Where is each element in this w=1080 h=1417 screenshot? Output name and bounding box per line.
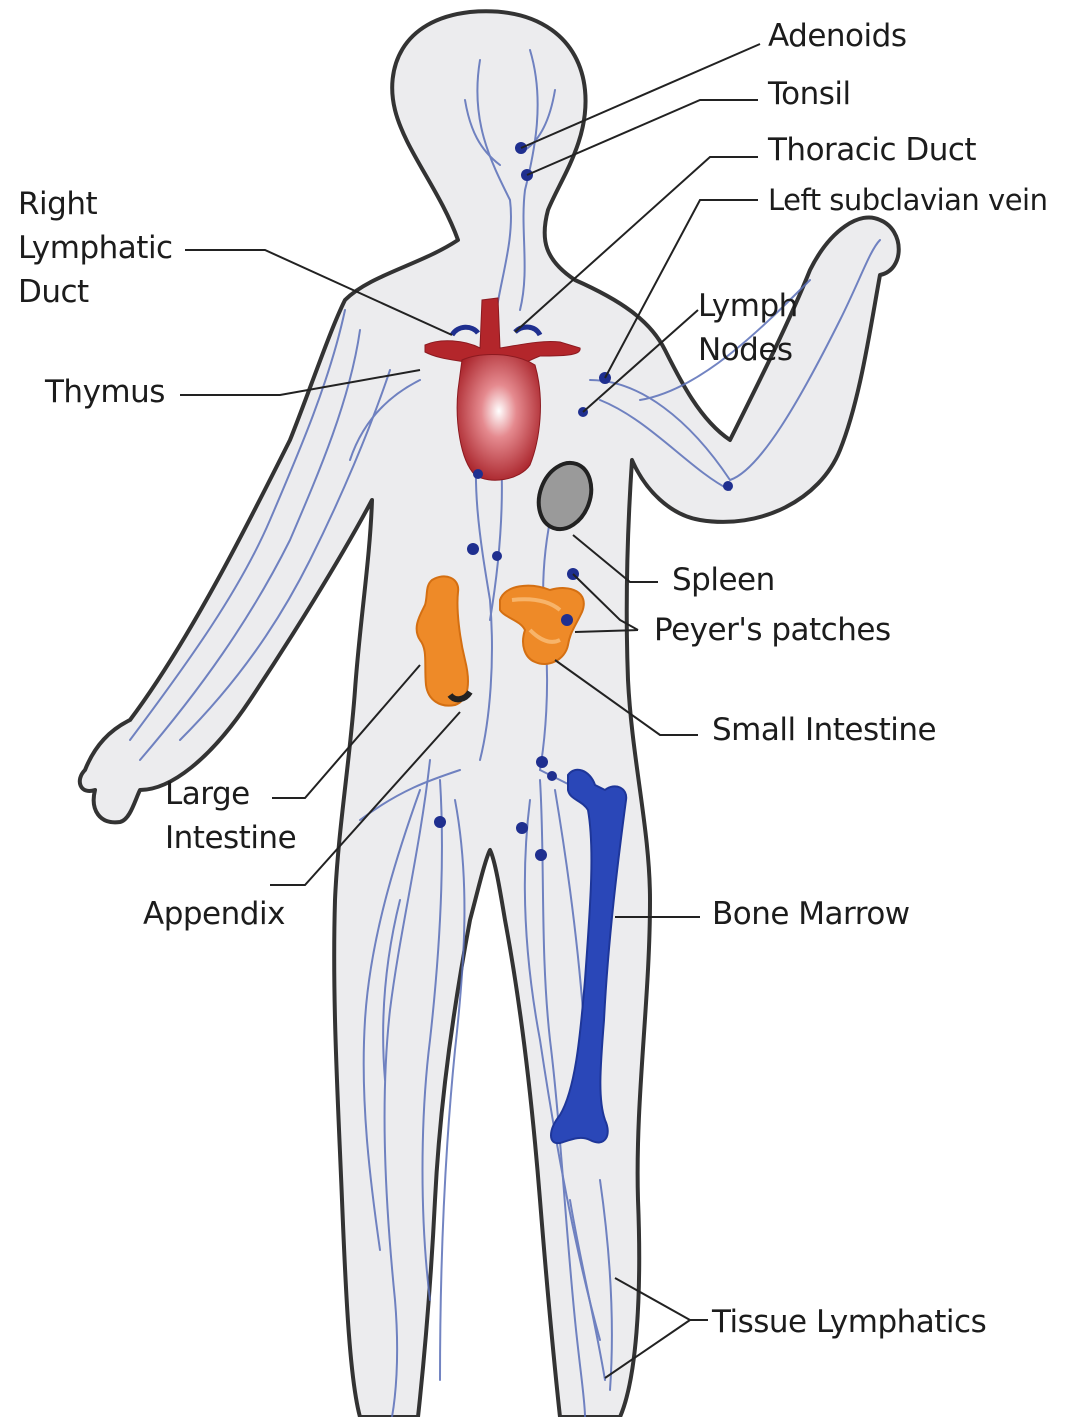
label-large-intestine-line2: Intestine [165, 820, 297, 856]
appendix-organ [447, 690, 473, 703]
label-large-intestine-line1: Large [165, 776, 250, 812]
label-peyers-patches: Peyer's patches [654, 612, 891, 648]
label-lymph-nodes-line1: Lymph [698, 288, 798, 324]
leader-lines [180, 43, 761, 1379]
label-appendix: Appendix [143, 896, 285, 932]
label-tissue-lymphatics: Tissue Lymphatics [712, 1304, 987, 1340]
right-lymphatic-duct-vessel [449, 324, 480, 337]
label-bone-marrow: Bone Marrow [712, 896, 910, 932]
thymus-organ [424, 297, 581, 481]
label-right-lymphatic-duct: Right Lymphatic Duct [18, 182, 173, 314]
lymph-node-dots [434, 142, 733, 861]
bone-marrow-femur [550, 768, 628, 1145]
small-intestine-organ [499, 584, 585, 665]
label-small-intestine: Small Intestine [712, 712, 937, 748]
label-thoracic-duct: Thoracic Duct [768, 132, 977, 168]
label-right-lymphatic-duct-line3: Duct [18, 274, 89, 310]
label-lymph-nodes: Lymph Nodes [698, 284, 798, 372]
label-right-lymphatic-duct-line2: Lymphatic [18, 230, 173, 266]
label-left-subclavian-vein: Left subclavian vein [768, 183, 1048, 217]
label-large-intestine: Large Intestine [165, 772, 297, 860]
label-adenoids: Adenoids [768, 18, 907, 54]
label-spleen: Spleen [672, 562, 775, 598]
label-right-lymphatic-duct-line1: Right [18, 186, 98, 222]
small-intestine-folds [511, 597, 562, 644]
label-lymph-nodes-line2: Nodes [698, 332, 793, 368]
body-outline [77, 9, 901, 1417]
label-tonsil: Tonsil [768, 76, 851, 112]
spleen-organ [536, 460, 594, 532]
label-thymus: Thymus [45, 374, 165, 410]
large-intestine-organ [415, 575, 469, 707]
